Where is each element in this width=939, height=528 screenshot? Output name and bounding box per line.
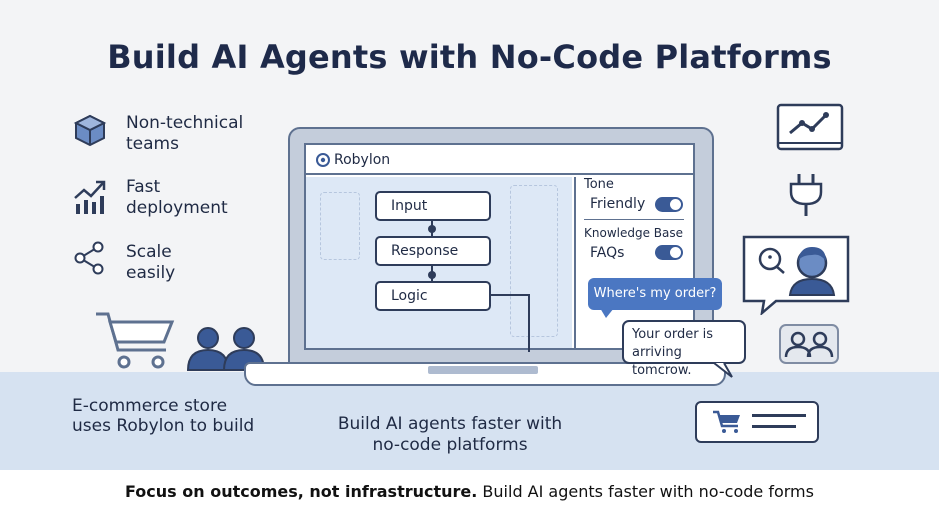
text-line-placeholder — [752, 425, 796, 428]
tagline-line: Build AI agents faster with — [337, 414, 563, 434]
laptop-notch — [428, 366, 538, 374]
cart-icon — [712, 410, 742, 438]
footer-rest-text: Build AI agents faster with no-code form… — [477, 482, 814, 501]
growth-chart-icon — [72, 176, 108, 214]
feature-item: Fast deployment — [126, 177, 296, 219]
analytics-monitor-icon — [776, 103, 844, 159]
shopping-cart-icon — [94, 310, 176, 376]
node-input[interactable]: Input — [375, 191, 491, 221]
knowledge-base-label: Knowledge Base — [584, 226, 683, 240]
use-case-caption: E-commerce store uses Robylon to build — [72, 396, 254, 436]
divider — [584, 219, 684, 220]
bubble-tail — [600, 308, 614, 318]
feature-line: Scale — [126, 242, 172, 262]
reply-line: arriving tomcrow. — [632, 345, 692, 378]
reply-line: Your order is — [632, 327, 714, 342]
text-line-placeholder — [752, 414, 806, 417]
feature-item: Scale easily — [126, 242, 296, 284]
placeholder-block — [510, 185, 558, 337]
store-product-card — [695, 401, 819, 443]
bubble-tail — [712, 362, 734, 383]
group-users-icon — [778, 323, 840, 369]
tone-toggle[interactable] — [655, 197, 683, 212]
app-name: Robylon — [334, 152, 391, 168]
customer-message-bubble: Where's my order? — [588, 278, 722, 310]
feature-line: Fast — [126, 177, 161, 197]
feature-line: easily — [126, 263, 176, 283]
plug-icon — [788, 172, 824, 222]
share-nodes-icon — [72, 240, 108, 276]
faqs-toggle[interactable] — [655, 245, 683, 260]
footer-text: Focus on outcomes, not infrastructure. B… — [0, 482, 939, 501]
connector-line — [491, 294, 529, 296]
tagline: Build AI agents faster with no-code plat… — [300, 414, 600, 456]
robylon-logo-icon — [316, 152, 330, 171]
node-response[interactable]: Response — [375, 236, 491, 266]
feature-line: teams — [126, 134, 179, 154]
knowledge-base-value: FAQs — [590, 245, 625, 261]
connector-dot — [428, 225, 436, 233]
page-title: Build AI Agents with No-Code Platforms — [107, 38, 832, 76]
app-header — [306, 145, 693, 175]
box-icon — [72, 112, 108, 148]
node-logic[interactable]: Logic — [375, 281, 491, 311]
tagline-line: no-code platforms — [372, 435, 528, 455]
feature-line: Non-technical — [126, 113, 244, 133]
caption-line: uses Robylon to build — [72, 416, 255, 436]
support-agent-chat-icon — [740, 233, 852, 319]
connector-line — [528, 294, 530, 352]
feature-item: Non-technical teams — [126, 113, 296, 155]
agent-reply-bubble: Your order is arriving tomcrow. — [622, 320, 746, 378]
feature-line: deployment — [126, 198, 228, 218]
footer-bar — [0, 470, 939, 528]
caption-line: E-commerce store — [72, 396, 228, 416]
tone-value: Friendly — [590, 196, 646, 212]
tone-label: Tone — [584, 177, 614, 192]
placeholder-block — [320, 192, 360, 260]
connector-dot — [428, 271, 436, 279]
footer-bold-text: Focus on outcomes, not infrastructure. — [125, 482, 478, 501]
